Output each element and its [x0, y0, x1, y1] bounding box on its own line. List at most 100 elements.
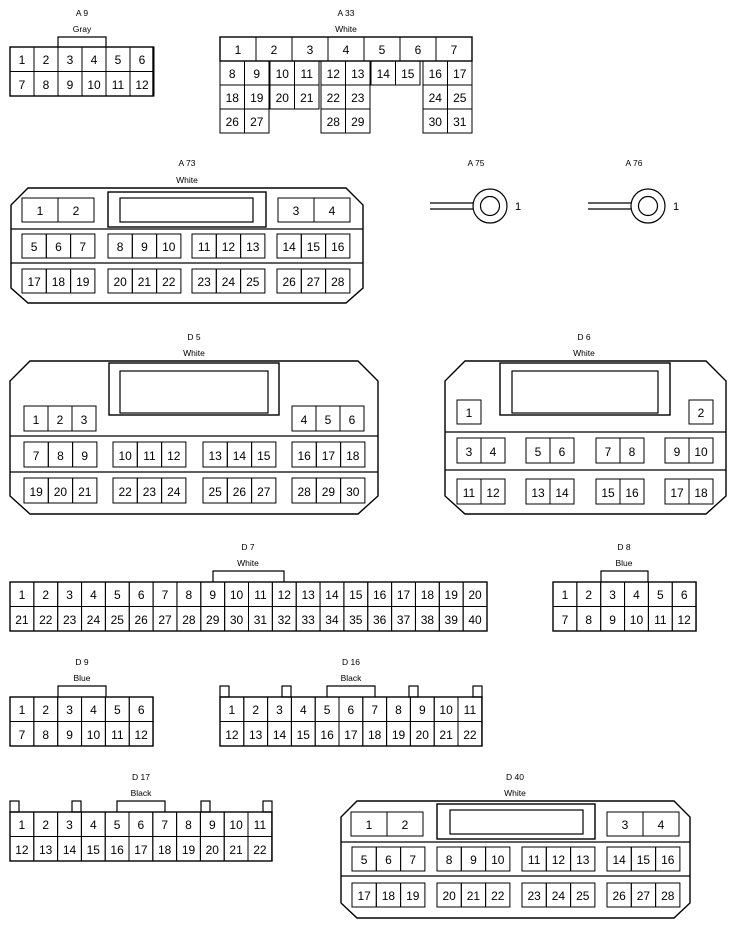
pin-cell: [688, 399, 714, 425]
pin-label: 18: [694, 485, 708, 500]
connector-name: D 5: [187, 332, 201, 342]
connector-name: A 76: [625, 158, 643, 168]
pin-label: 10: [275, 67, 289, 81]
pin-label: 7: [161, 818, 169, 833]
pin-label: 9: [141, 240, 148, 254]
pin-label: 3: [66, 818, 73, 833]
pin-label: 8: [445, 853, 453, 867]
pin-label: 2: [42, 703, 50, 718]
pin-label: 13: [351, 67, 365, 81]
pin-label: 23: [351, 91, 365, 105]
pin-label: 4: [657, 818, 665, 832]
pin-label: 6: [348, 412, 356, 427]
pin-cell: [72, 441, 98, 468]
pin-label: 28: [182, 612, 196, 627]
pin-label: 5: [113, 703, 121, 718]
pin-label: 26: [225, 115, 239, 129]
pin-label: 12: [551, 853, 566, 867]
pin-label: 28: [331, 275, 345, 289]
pin-label: 15: [296, 727, 310, 742]
pin-label: 4: [89, 818, 97, 833]
pin-label: 11: [143, 448, 156, 463]
pin-label: 6: [347, 703, 355, 718]
pin-cell: [70, 268, 96, 294]
pin-label: 5: [378, 43, 386, 57]
pin-cell: [642, 811, 680, 837]
pin-label: 26: [612, 889, 626, 903]
pin-label: 5: [113, 588, 121, 603]
pin-label: 34: [325, 612, 339, 627]
pin-label: 7: [18, 727, 26, 742]
connector-lock: [108, 362, 280, 416]
pin-label: 20: [275, 91, 289, 105]
pin-cell: [339, 405, 365, 432]
pin-label: 4: [328, 204, 336, 218]
pin-label: 1: [672, 201, 680, 213]
pin-label: 21: [15, 612, 29, 627]
connector-color: White: [237, 558, 259, 568]
pin-label: 19: [406, 889, 420, 903]
connector-name: A 9: [75, 8, 89, 18]
pin-label: 11: [463, 703, 477, 718]
pin-cell: [570, 882, 596, 908]
pin-label: 8: [395, 703, 402, 718]
connector-color: Blue: [615, 558, 633, 568]
pin-label: 27: [250, 115, 264, 129]
pin-label: 22: [118, 484, 132, 499]
terminal-hole: [637, 195, 659, 217]
pin-label: 17: [134, 842, 148, 857]
pin-label: 9: [66, 727, 73, 742]
pin-label: 24: [167, 484, 181, 499]
pin-label: 8: [57, 448, 64, 463]
pin-label: 18: [346, 448, 360, 463]
pin-label: 21: [229, 842, 243, 857]
pin-label: 2: [42, 53, 50, 68]
pin-label: 17: [344, 727, 358, 742]
pin-label: 7: [161, 588, 169, 603]
pin-label: 32: [277, 612, 291, 627]
pin-label: 17: [27, 275, 41, 289]
pin-label: 28: [326, 115, 340, 129]
pin-label: 26: [134, 612, 148, 627]
connector-latch: [57, 685, 107, 697]
pin-label: 1: [561, 588, 569, 603]
pin-label: 17: [396, 588, 411, 603]
connector-tab: [200, 800, 211, 813]
connector-lock-inner: [119, 197, 254, 223]
pin-label: 17: [357, 889, 371, 903]
connector-tab: [472, 685, 483, 698]
pin-label: 1: [365, 818, 373, 832]
pin-label: 2: [56, 412, 64, 427]
pin-label: 2: [270, 43, 278, 57]
pin-label: 21: [439, 727, 453, 742]
pin-label: 22: [463, 727, 477, 742]
pin-label: 24: [428, 91, 442, 105]
pin-cell: [156, 233, 182, 259]
pin-label: 10: [694, 444, 708, 459]
pin-label: 9: [418, 703, 426, 718]
pin-cell: [251, 477, 277, 504]
pin-cell: [619, 478, 645, 505]
pin-label: 8: [42, 727, 50, 742]
pin-label: 12: [135, 77, 149, 92]
connector-lock-inner: [119, 370, 269, 414]
connector-name: D 9: [75, 657, 89, 667]
connector-latch: [326, 685, 376, 697]
pin-label: 21: [300, 91, 314, 105]
pin-label: 9: [209, 588, 217, 603]
connector-color: White: [335, 24, 357, 34]
pin-label: 9: [253, 67, 261, 81]
pin-label: 11: [111, 727, 124, 742]
pin-label: 12: [277, 588, 291, 603]
pin-cell: [688, 437, 714, 464]
pin-label: 13: [531, 485, 545, 500]
connector-housing: [444, 360, 727, 515]
pin-label: 8: [116, 240, 124, 254]
pin-label: 14: [62, 842, 77, 857]
connector-color: White: [504, 788, 526, 798]
pin-label: 5: [30, 240, 38, 254]
pin-cell: [161, 477, 187, 504]
pin-label: 22: [39, 612, 53, 627]
pin-label: 1: [228, 703, 236, 718]
pin-label: 16: [297, 448, 311, 463]
